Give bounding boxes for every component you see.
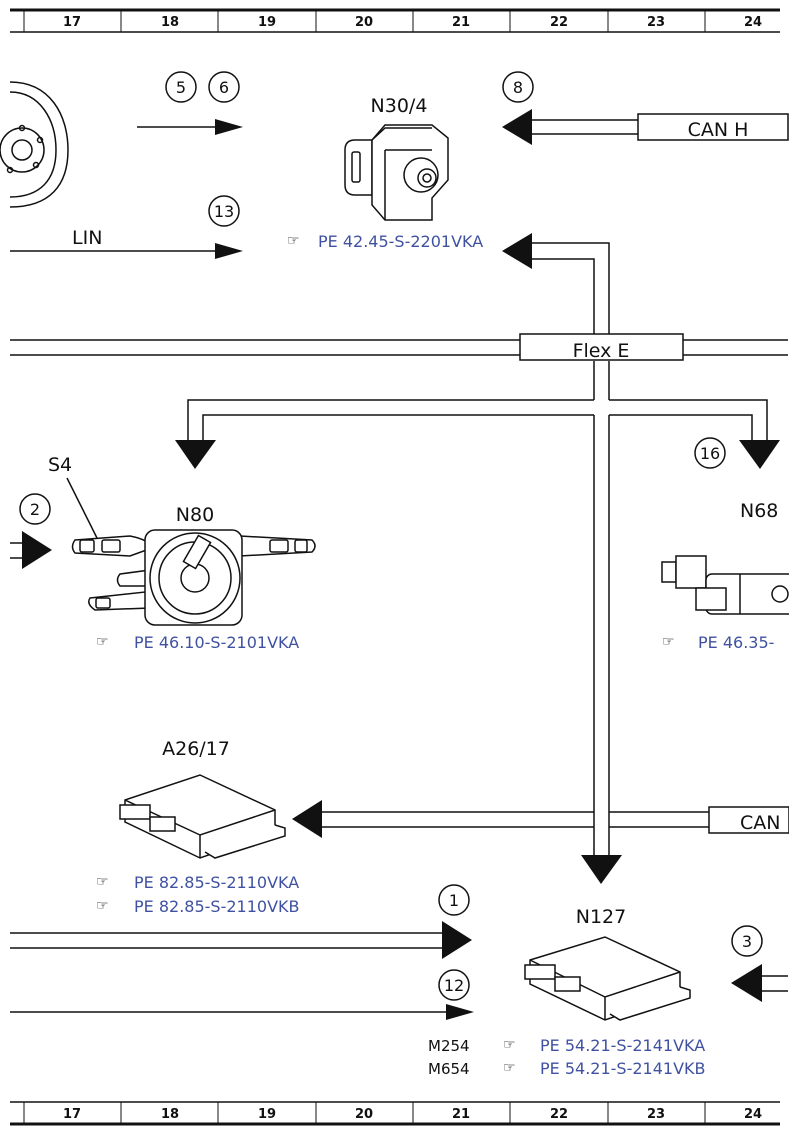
s4-label: S4 [48, 454, 72, 476]
marker-5: 5 [165, 71, 197, 103]
lin-label: LIN [72, 227, 102, 249]
grid-col-20-bottom: 20 [355, 1107, 373, 1122]
svg-text:12: 12 [444, 976, 464, 995]
svg-text:8: 8 [513, 78, 523, 97]
grid-col-23-bottom: 23 [647, 1107, 665, 1122]
grid-col-17-bottom: 17 [63, 1107, 81, 1122]
n127-ref2-icon: ☞ [503, 1060, 516, 1076]
can-right-label: CAN [740, 812, 780, 834]
n127-ref2: PE 54.21-S-2141VKB [540, 1059, 705, 1078]
svg-text:1: 1 [449, 891, 459, 910]
n127-module-icon [524, 936, 691, 1021]
svg-text:2: 2 [30, 500, 40, 519]
grid-col-24: 24 [744, 15, 762, 30]
marker-8: 8 [502, 71, 534, 103]
svg-text:16: 16 [700, 444, 720, 463]
signal-arrow-1 [10, 921, 472, 959]
grid-col-18-bottom: 18 [161, 1107, 179, 1122]
marker-1: 1 [438, 884, 470, 916]
n80-ref-icon: ☞ [96, 634, 109, 650]
a26-17-label: A26/17 [162, 738, 230, 760]
a26-17-ref1: PE 82.85-S-2110VKA [134, 873, 299, 892]
n30-4-label: N30/4 [371, 95, 428, 117]
grid-col-23: 23 [647, 15, 665, 30]
svg-text:6: 6 [219, 78, 229, 97]
n68-unit-icon [661, 555, 789, 615]
n68-ref-icon: ☞ [662, 634, 675, 650]
flex-e-arrow-n80 [175, 440, 216, 469]
signal-arrow-2 [10, 531, 52, 569]
grid-col-19-bottom: 19 [258, 1107, 276, 1122]
lin-signal-line [10, 243, 243, 259]
can-bus-a26-17: CAN [292, 800, 789, 838]
n68-label: N68 [740, 500, 778, 522]
n80-ref: PE 46.10-S-2101VKA [134, 633, 299, 652]
n127-label: N127 [576, 906, 626, 928]
grid-col-18: 18 [161, 15, 179, 30]
marker-2: 2 [19, 493, 51, 525]
marker-13: 13 [208, 195, 240, 227]
flex-e-label-box: Flex E [519, 333, 684, 362]
n127-variant2: M654 [428, 1060, 470, 1078]
marker-3: 3 [731, 925, 763, 957]
svg-text:13: 13 [214, 202, 234, 221]
grid-col-17: 17 [63, 15, 81, 30]
svg-text:3: 3 [742, 932, 752, 951]
can-h-label: CAN H [688, 119, 749, 141]
marker-6: 6 [208, 71, 240, 103]
wheel-hub-icon [0, 81, 69, 208]
flex-e-arrow-n68 [739, 440, 780, 469]
n30-4-unit-icon [344, 124, 449, 221]
grid-col-20: 20 [355, 15, 373, 30]
n127-ref1: PE 54.21-S-2141VKA [540, 1036, 705, 1055]
n68-ref: PE 46.35- [698, 633, 774, 652]
n30-4-ref: PE 42.45-S-2201VKA [318, 232, 483, 251]
marker-16: 16 [694, 437, 726, 469]
n30-4-ref-icon: ☞ [287, 233, 300, 249]
signal-arrow-3 [731, 964, 788, 1002]
grid-col-21-bottom: 21 [452, 1107, 470, 1122]
n80-label: N80 [176, 504, 214, 526]
marker-12: 12 [438, 969, 470, 1001]
n127-ref1-icon: ☞ [503, 1037, 516, 1053]
grid-col-21: 21 [452, 15, 470, 30]
grid-col-19: 19 [258, 15, 276, 30]
flex-e-arrow-n127 [581, 855, 622, 884]
top-grid-ruler: 17 18 19 20 21 22 23 24 [10, 8, 780, 33]
signal-arrow-5-6 [137, 119, 243, 135]
grid-col-22: 22 [550, 15, 568, 30]
svg-text:5: 5 [176, 78, 186, 97]
flex-e-bus [10, 242, 788, 858]
a26-17-ref2-icon: ☞ [96, 898, 109, 914]
grid-col-22-bottom: 22 [550, 1107, 568, 1122]
n127-variant1: M254 [428, 1037, 470, 1055]
a26-17-module-icon [119, 774, 286, 859]
s4-leader-line [66, 477, 99, 541]
a26-17-ref2: PE 82.85-S-2110VKB [134, 897, 299, 916]
can-h-bus: CAN H [502, 109, 789, 145]
n80-steering-column-switch-icon [71, 529, 316, 626]
bottom-grid-ruler: 17 18 19 20 21 22 23 24 [10, 1101, 780, 1126]
a26-17-ref1-icon: ☞ [96, 874, 109, 890]
flex-e-label: Flex E [573, 340, 630, 362]
signal-arrow-12 [10, 1004, 474, 1020]
grid-col-24-bottom: 24 [744, 1107, 762, 1122]
flex-e-arrow-n30-4 [502, 233, 532, 269]
